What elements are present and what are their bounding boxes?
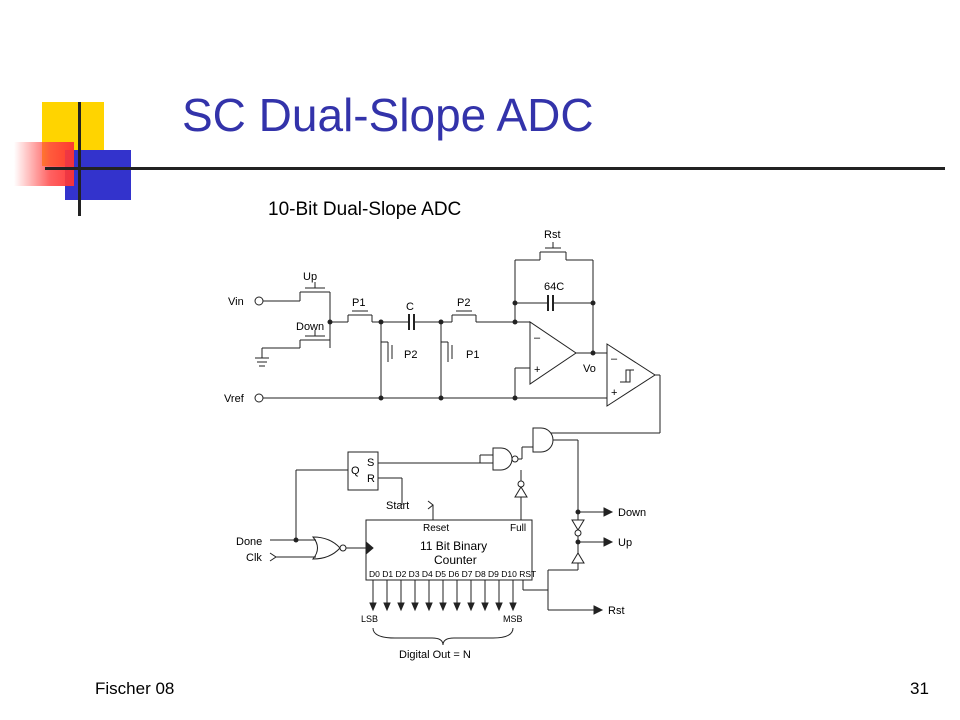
vin-terminal — [254, 296, 264, 306]
up-switch-label: Up — [303, 271, 317, 283]
clk-label: Clk — [246, 552, 262, 564]
p1-shunt-label: P1 — [466, 349, 479, 361]
cap-64c-label: 64C — [544, 281, 564, 293]
vref-label: Vref — [224, 393, 245, 405]
vref-terminal — [254, 393, 264, 403]
svg-text:Counter: Counter — [434, 553, 477, 567]
digital-out-label: Digital Out = N — [399, 649, 471, 661]
svg-text:–: – — [611, 353, 618, 365]
svg-text:–: – — [534, 332, 541, 344]
vo-label: Vo — [583, 363, 596, 375]
slide-title: SC Dual-Slope ADC — [182, 89, 594, 141]
footer-author: Fischer 08 — [95, 679, 175, 698]
page-number: 31 — [910, 679, 929, 698]
up-out-label: Up — [618, 537, 632, 549]
p1-top-label: P1 — [352, 297, 365, 309]
title-underline — [45, 167, 945, 170]
down-switch-label: Down — [296, 321, 324, 333]
p2-top-label: P2 — [457, 297, 470, 309]
output-bit-arrows — [369, 580, 517, 612]
svg-text:Full: Full — [510, 523, 526, 534]
p2-shunt-label: P2 — [404, 349, 417, 361]
deco-blue-square — [65, 150, 131, 200]
deco-vertical-bar — [78, 102, 81, 216]
binary-counter-block — [365, 519, 533, 581]
svg-text:R: R — [367, 473, 375, 485]
svg-text:+: + — [534, 364, 540, 376]
start-label: Start — [386, 500, 409, 512]
diagram-title: 10-Bit Dual-Slope ADC — [268, 199, 462, 220]
svg-text:Q: Q — [351, 465, 360, 477]
msb-label: MSB — [503, 614, 523, 624]
done-label: Done — [236, 536, 262, 548]
lsb-label: LSB — [361, 614, 378, 624]
svg-text:S: S — [367, 457, 374, 469]
c-label: C — [406, 301, 414, 313]
svg-text:+: + — [611, 387, 617, 399]
down-out-label: Down — [618, 507, 646, 519]
svg-text:11 Bit Binary: 11 Bit Binary — [420, 539, 487, 553]
rst-top-label: Rst — [544, 229, 561, 241]
rst-out-label: Rst — [608, 605, 625, 617]
deco-red-square — [14, 142, 74, 186]
svg-text:D0 D1 D2 D3 D4 D5 D6 D7: D0 D1 D2 D3 D4 D5 D6 D7 D8 D9 D10 RST — [369, 569, 536, 579]
vin-label: Vin — [228, 296, 244, 308]
svg-text:Reset: Reset — [423, 523, 449, 534]
